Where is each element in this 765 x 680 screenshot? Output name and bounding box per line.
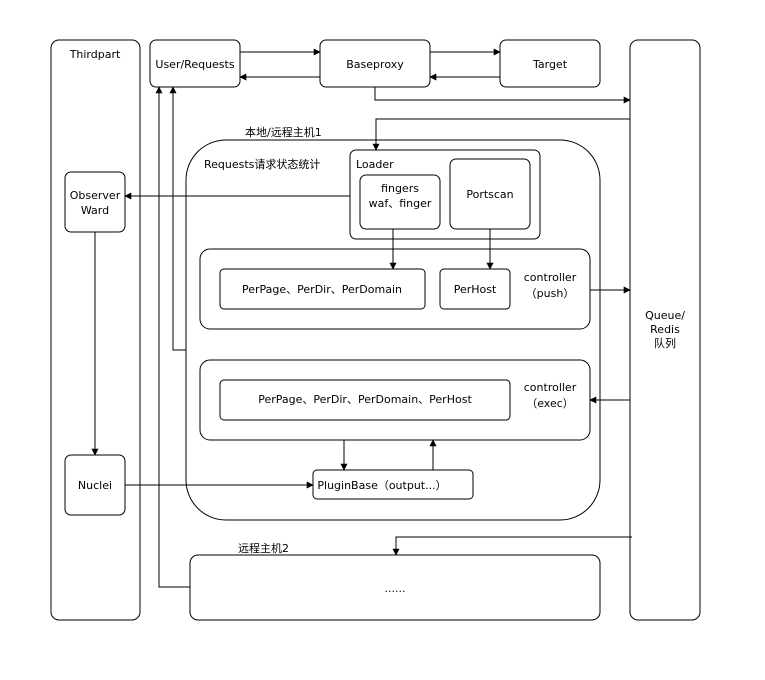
- controller-exec-label-line1: controller: [524, 381, 577, 394]
- controller-push-label-line2: （push）: [526, 287, 575, 300]
- thirdpart-label: Thirdpart: [69, 48, 121, 61]
- perhost-box: [439, 268, 511, 310]
- controller-exec-label-line2: （exec）: [526, 397, 574, 410]
- target-label: Target: [532, 58, 568, 71]
- observer-ward-label-line2: Ward: [81, 204, 109, 217]
- requests-stats-label: Requests请求状态统计: [204, 157, 320, 171]
- portscan-label: Portscan: [466, 188, 513, 201]
- push-per-items-label: PerPage、PerDir、PerDomain: [242, 283, 402, 296]
- target-box: [499, 39, 601, 88]
- baseproxy-label: Baseproxy: [346, 58, 404, 71]
- user-requests-label: User/Requests: [155, 58, 234, 71]
- queue-label-line3: 队列: [654, 336, 676, 350]
- exec-per-items-box: [219, 379, 511, 421]
- push-per-items-box: [219, 268, 426, 310]
- host2-ellipsis: ......: [385, 582, 406, 595]
- queue-label-line2: Redis: [650, 323, 680, 336]
- exec-per-items-label: PerPage、PerDir、PerDomain、PerHost: [258, 393, 472, 406]
- observer-ward-box: [64, 171, 126, 233]
- queue-label-line1: Queue/: [645, 309, 685, 322]
- pluginbase-label: PluginBase（output...）: [317, 479, 446, 492]
- queue-box: [629, 39, 701, 621]
- edge-queue-to-host2: [392, 536, 632, 556]
- nuclei-label: Nuclei: [78, 479, 112, 492]
- user-requests-box: [149, 39, 241, 88]
- fingers-label-line2: waf、finger: [369, 197, 432, 210]
- fingers-box: [359, 174, 441, 230]
- edge-queue-to-host1: [372, 118, 630, 151]
- perhost-label: PerHost: [454, 283, 497, 296]
- host2-label: 远程主机2: [238, 541, 289, 555]
- fingers-label-line1: fingers: [381, 182, 419, 195]
- controller-push-label-line1: controller: [524, 271, 577, 284]
- edge-host2-to-user: [155, 86, 190, 588]
- edge-host1-to-user: [169, 86, 186, 351]
- loader-label: Loader: [356, 158, 394, 171]
- edge-baseproxy-to-queue: [374, 87, 631, 104]
- observer-ward-label-line1: Observer: [70, 189, 121, 202]
- host1-label: 本地/远程主机1: [245, 125, 322, 139]
